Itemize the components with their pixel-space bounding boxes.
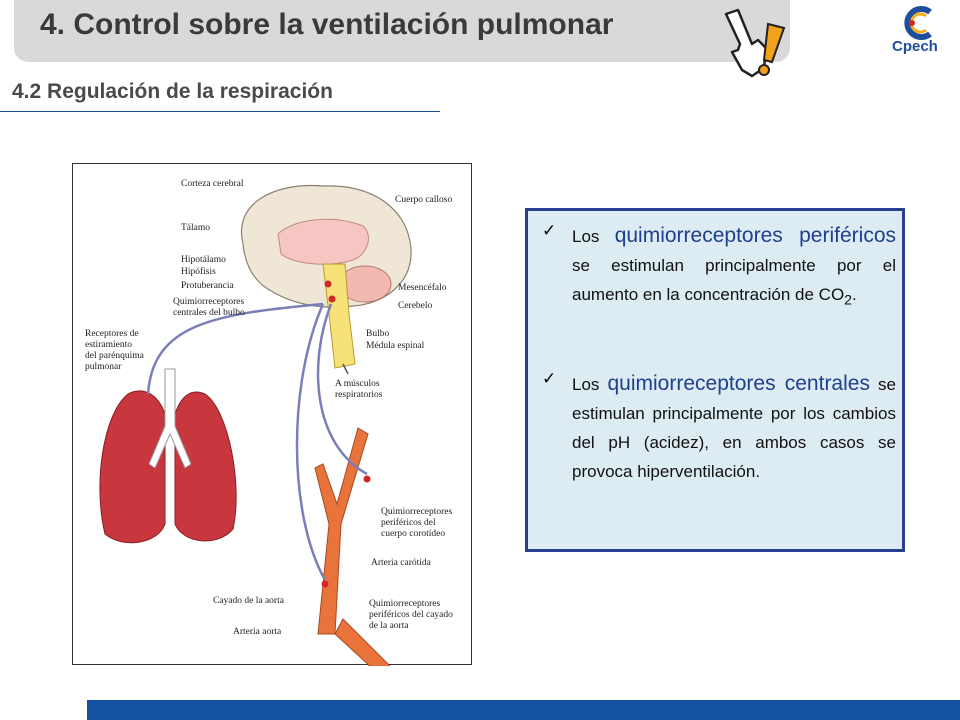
checkmark-icon: ✓ (542, 369, 557, 388)
label-protuberancia: Protuberancia (181, 281, 235, 291)
label-quimio-carotida-1: Quimiorreceptores (381, 507, 453, 517)
label-musculos-1: A músculos (335, 379, 380, 389)
label-quimio-carotida-3: cuerpo corotídeo (381, 529, 445, 539)
label-receptores-4: pulmonar (85, 362, 122, 372)
label-quimio-aorta-3: de la aorta (369, 621, 409, 631)
bullet-prefix: Los (572, 227, 600, 246)
label-quimio-carotida-2: periféricos del (381, 517, 436, 528)
label-medula-espinal: Médula espinal (366, 341, 425, 351)
logo-text: Cpech (892, 38, 938, 55)
label-bulbo: Bulbo (366, 329, 389, 339)
bullet-text: Los quimiorreceptores periféricos se est… (572, 221, 896, 315)
bullet-body: se estimulan principalmente por el aumen… (572, 256, 896, 304)
bullet-peripheral: ✓ Los quimiorreceptores periféricos se e… (542, 221, 896, 315)
cpech-logo-mark-icon (904, 6, 932, 40)
checkmark-icon: ✓ (542, 221, 557, 240)
label-cuerpo-calloso: Cuerpo calloso (395, 195, 453, 205)
bullet-central: ✓ Los quimiorreceptores centrales se est… (542, 369, 896, 486)
cpech-logo: Cpech (890, 4, 952, 60)
label-hipotalamo: Hipotálamo (181, 255, 226, 265)
bullet-text: Los quimiorreceptores centrales se estim… (572, 369, 896, 486)
label-arteria-carotida: Arteria carótida (371, 558, 432, 568)
label-hipofisis: Hipófisis (181, 266, 216, 277)
label-quimio-aorta-2: periféricos del cayado (369, 609, 453, 620)
label-mesencefalo: Mesencéfalo (398, 282, 447, 293)
bullet-end: . (852, 285, 857, 304)
label-cerebelo: Cerebelo (398, 301, 433, 311)
anatomy-illustration: Corteza cerebral Tálamo Hipotálamo Hipóf… (85, 179, 453, 666)
bullet-highlight: quimiorreceptores centrales (607, 372, 870, 395)
label-arteria-aorta: Arteria aorta (233, 627, 282, 637)
section-subtitle: 4.2 Regulación de la respiración (12, 80, 333, 103)
slide-title: 4. Control sobre la ventilación pulmonar (40, 8, 614, 41)
bullet-prefix: Los (572, 375, 600, 394)
pointing-hand-exclamation-icon (724, 8, 786, 78)
label-musculos-2: respiratorios (335, 390, 383, 400)
label-receptores-2: estiramiento (85, 340, 132, 350)
label-quimio-aorta-1: Quimiorreceptores (369, 599, 441, 609)
label-quimiorreceptores-centrales-1: Quimiorreceptores (173, 297, 245, 307)
label-receptores-1: Receptores de (85, 329, 139, 339)
label-receptores-3: del parénquima (85, 351, 145, 361)
bullet-subscript: 2 (844, 292, 853, 309)
label-cayado-aorta: Cayado de la aorta (213, 596, 285, 606)
title-bar (14, 0, 790, 62)
subtitle-underline (0, 111, 440, 112)
label-quimiorreceptores-centrales-2: centrales del bulbo (173, 308, 245, 318)
label-talamo: Tálamo (181, 223, 210, 233)
footer-bar (87, 700, 960, 720)
bullet-body: se estimulan principalmente por los camb… (572, 375, 896, 481)
info-box: ✓ Los quimiorreceptores periféricos se e… (525, 208, 905, 552)
label-corteza-cerebral: Corteza cerebral (181, 179, 244, 189)
bullet-highlight: quimiorreceptores periféricos (614, 224, 896, 247)
respiration-control-figure: Corteza cerebral Tálamo Hipotálamo Hipóf… (72, 163, 472, 666)
